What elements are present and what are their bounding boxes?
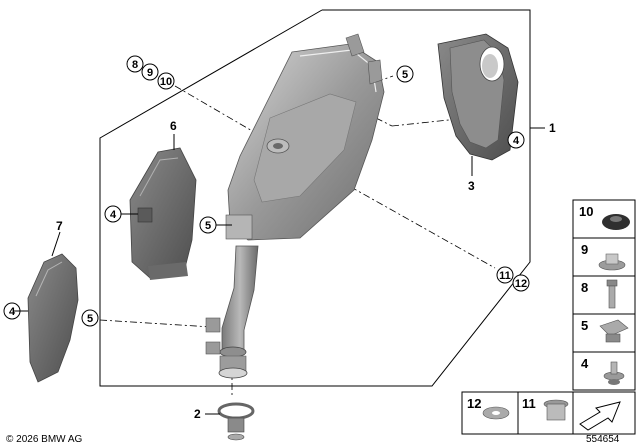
svg-text:4: 4	[9, 306, 16, 318]
part-label-7: 7	[56, 219, 63, 233]
silencer	[225, 33, 385, 241]
part-label-2: 2	[194, 407, 201, 421]
svg-text:5: 5	[205, 220, 211, 232]
rubber-grommet-icon	[602, 214, 630, 230]
callout-5-left: 5	[81, 309, 99, 327]
bolt-icon	[606, 279, 618, 309]
heat-shield-left	[129, 147, 197, 280]
legend-label-12: 12	[467, 396, 481, 411]
callout-8: 8	[126, 55, 144, 73]
svg-text:4: 4	[110, 209, 117, 221]
legend-label-10: 10	[579, 204, 593, 219]
svg-text:8: 8	[132, 59, 138, 71]
flat-washer-icon	[482, 406, 510, 420]
outlet-heat-shield	[437, 33, 519, 161]
svg-text:11: 11	[499, 270, 511, 282]
callout-5-shield: 5	[199, 216, 217, 234]
screw-icon	[603, 361, 625, 385]
callout-9: 9	[141, 63, 159, 81]
legend-label-11: 11	[522, 396, 536, 411]
direction-arrow-icon	[579, 401, 621, 431]
legend-label-8: 8	[581, 280, 588, 295]
callout-11: 11	[496, 266, 514, 284]
callout-4-shield: 4	[104, 205, 122, 223]
svg-text:5: 5	[402, 69, 408, 81]
washer-icon	[598, 253, 626, 271]
legend-label-9: 9	[581, 242, 588, 257]
svg-text:12: 12	[515, 278, 527, 290]
exhaust-clamp	[217, 402, 255, 441]
callout-10: 10	[157, 72, 175, 90]
callout-4-left: 4	[3, 302, 21, 320]
legend-label-4: 4	[581, 356, 589, 371]
part-label-3: 3	[468, 179, 475, 193]
legend-label-5: 5	[581, 318, 588, 333]
part-label-6: 6	[170, 119, 177, 133]
parts-legend: 10 9 8 5 4	[572, 199, 636, 391]
callout-4-right: 4	[507, 131, 525, 149]
inlet-pipe	[205, 245, 259, 379]
copyright-text: © 2026 BMW AG	[6, 434, 83, 445]
callout-5-upper: 5	[396, 65, 414, 83]
svg-text:9: 9	[147, 67, 153, 79]
svg-text:5: 5	[87, 313, 93, 325]
clip-nut-icon	[599, 319, 629, 343]
image-number: 554654	[586, 434, 620, 445]
callout-12: 12	[512, 274, 530, 292]
heat-shield-far-left	[27, 253, 79, 383]
bottom-legend: 12 11	[461, 391, 636, 435]
spacer-sleeve-icon	[543, 399, 569, 421]
assembly-outline	[99, 9, 531, 387]
shield-7-leader	[51, 231, 61, 257]
svg-text:10: 10	[160, 76, 172, 88]
main-part-label: 1	[549, 121, 556, 135]
svg-text:4: 4	[513, 135, 520, 147]
